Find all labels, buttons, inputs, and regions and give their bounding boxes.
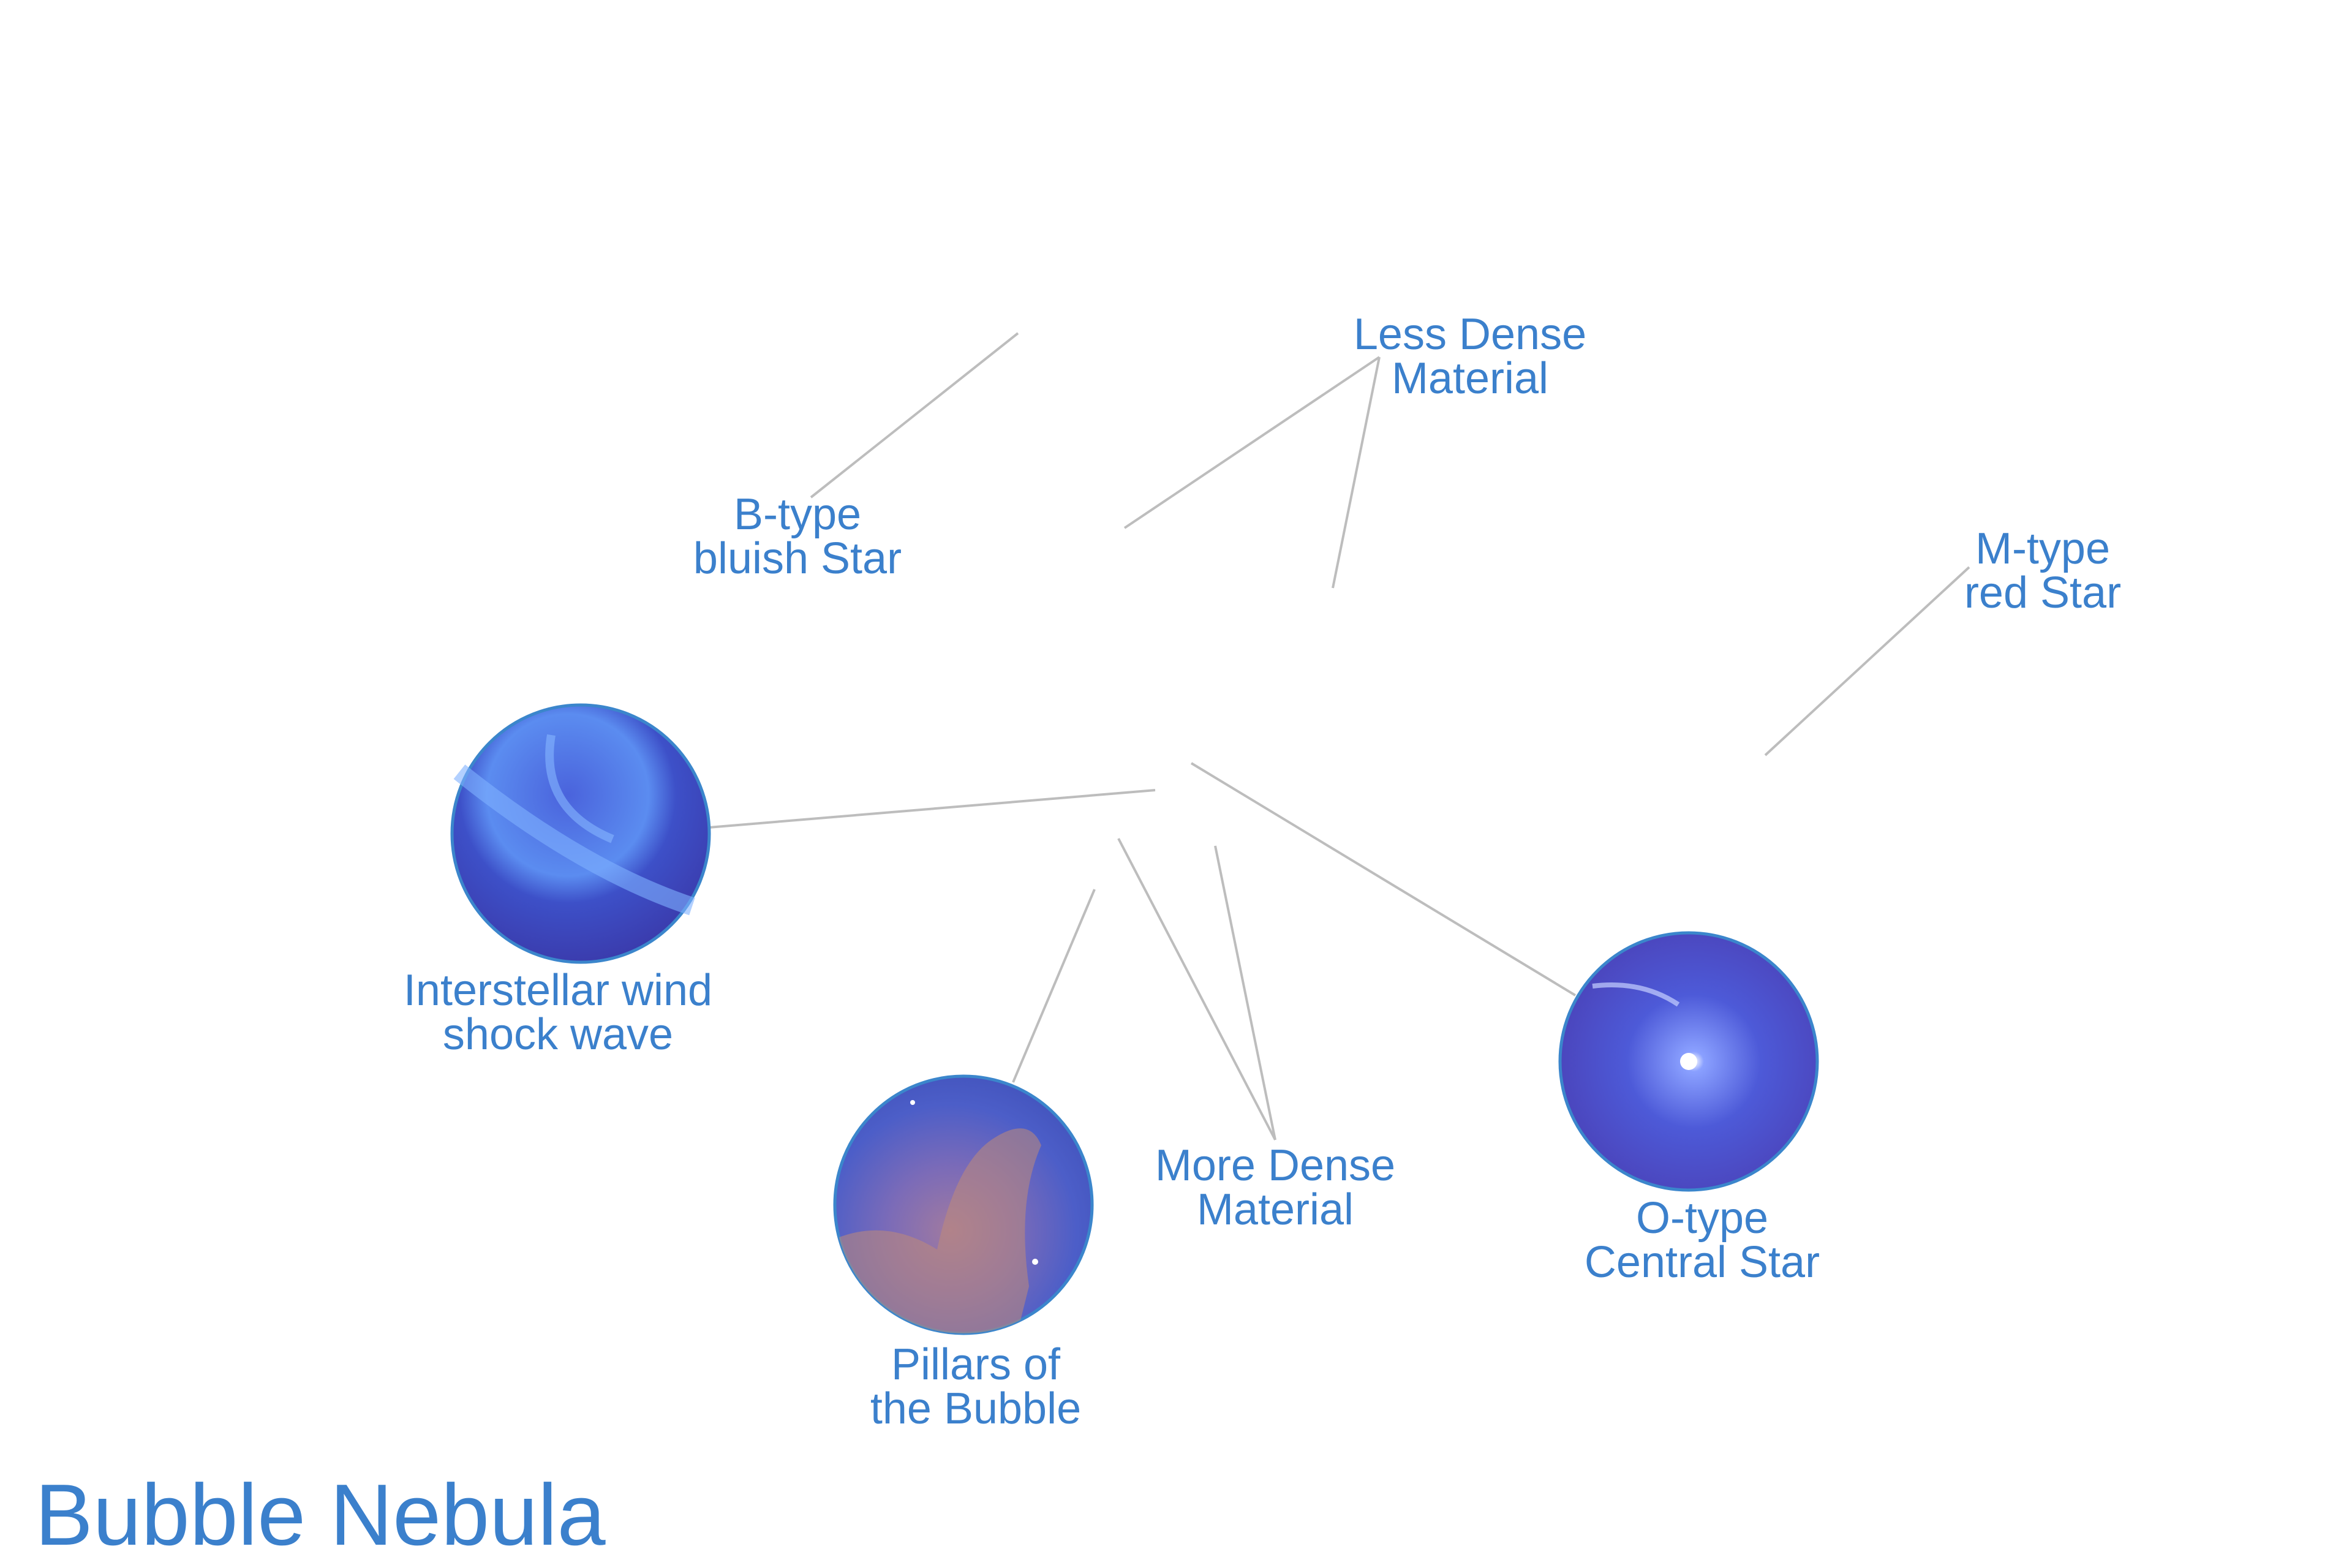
diagram-title: Bubble Nebula [35,1466,606,1564]
interstellar-wind-image [450,703,711,964]
leader-less-dense-1 [1123,356,1381,529]
leader-more-dense-2 [1214,845,1276,1140]
leader-less-dense-2 [1332,356,1381,589]
leader-b-type [810,332,1019,499]
leader-pillars [1012,889,1096,1083]
leader-o-type [1190,762,1577,997]
leader-interstellar [708,789,1156,829]
leader-m-type [1764,566,1970,756]
o-type-star-image [1558,931,1819,1192]
pillars-image [833,1074,1094,1335]
leader-more-dense-1 [1117,838,1276,1140]
